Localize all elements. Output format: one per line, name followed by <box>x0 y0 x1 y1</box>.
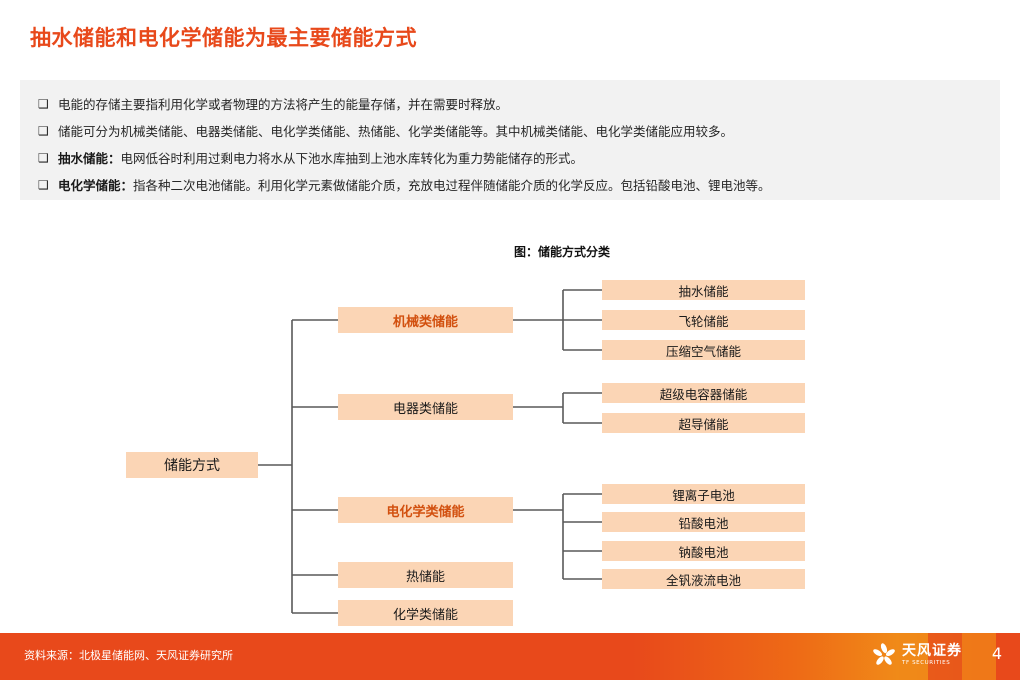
tree-leaf-flywheel[interactable]: 飞轮储能 <box>602 310 805 330</box>
tree-node-chemical[interactable]: 化学类储能 <box>338 600 513 626</box>
logo-name-en: TF SECURITIES <box>902 659 951 666</box>
summary-panel: ❑ 电能的存储主要指利用化学或者物理的方法将产生的能量存储，并在需要时释放。 ❑… <box>20 80 1000 200</box>
bullet-body: 储能可分为机械类储能、电器类储能、电化学类储能、热储能、化学类储能等。其中机械类… <box>58 124 734 139</box>
bullet-lead: 电化学储能： <box>58 178 134 193</box>
pinwheel-logo-icon <box>873 643 895 665</box>
bullet-text: 储能可分为机械类储能、电器类储能、电化学类储能、热储能、化学类储能等。其中机械类… <box>58 118 733 145</box>
tree-leaf-sodium[interactable]: 钠酸电池 <box>602 541 805 561</box>
tree-node-mechanical[interactable]: 机械类储能 <box>338 307 513 333</box>
bullet-text: 抽水储能：电网低谷时利用过剩电力将水从下池水库抽到上池水库转化为重力势能储存的形… <box>58 145 583 172</box>
tree-leaf-lead-acid[interactable]: 铅酸电池 <box>602 512 805 532</box>
bullet-text: 电化学储能：指各种二次电池储能。利用化学元素做储能介质，充放电过程伴随储能介质的… <box>58 172 771 199</box>
tree-leaf-supercapacitor[interactable]: 超级电容器储能 <box>602 383 805 403</box>
bullet-item: ❑ 抽水储能：电网低谷时利用过剩电力将水从下池水库抽到上池水库转化为重力势能储存… <box>32 145 988 172</box>
bullet-body: 电网低谷时利用过剩电力将水从下池水库抽到上池水库转化为重力势能储存的形式。 <box>120 151 584 166</box>
tree-node-electrical[interactable]: 电器类储能 <box>338 394 513 420</box>
page-number: 4 <box>991 644 1002 663</box>
tree-connectors <box>258 289 602 614</box>
tree-leaf-compressed-air[interactable]: 压缩空气储能 <box>602 340 805 360</box>
page-title: 抽水储能和电化学储能为最主要储能方式 <box>30 26 417 50</box>
bullet-text: 电能的存储主要指利用化学或者物理的方法将产生的能量存储，并在需要时释放。 <box>58 91 508 118</box>
logo-wordmark: 天风证券 TF SECURITIES <box>902 644 962 667</box>
tree-node-root[interactable]: 储能方式 <box>126 452 258 478</box>
slide-footer: 资料来源：北极星储能网、天风证券研究所 天风证券 TF SECURITIES 4 <box>0 633 1020 680</box>
tree-leaf-vanadium-flow[interactable]: 全钒液流电池 <box>602 569 805 589</box>
logo-name-cn: 天风证券 <box>902 642 962 659</box>
footer-decor-blocks <box>820 633 1020 680</box>
footer-source-text: 资料来源：北极星储能网、天风证券研究所 <box>24 649 233 662</box>
bullet-square-icon: ❑ <box>38 97 49 111</box>
bullet-body: 指各种二次电池储能。利用化学元素做储能介质，充放电过程伴随储能介质的化学反应。包… <box>133 178 771 193</box>
tree-node-thermal[interactable]: 热储能 <box>338 562 513 588</box>
tree-leaf-lithium-ion[interactable]: 锂离子电池 <box>602 484 805 504</box>
bullet-item: ❑ 储能可分为机械类储能、电器类储能、电化学类储能、热储能、化学类储能等。其中机… <box>32 118 988 145</box>
bullet-square-icon: ❑ <box>38 124 49 138</box>
tree-leaf-pumped-hydro[interactable]: 抽水储能 <box>602 280 805 300</box>
tree-node-electrochemical[interactable]: 电化学类储能 <box>338 497 513 523</box>
storage-classification-tree: 储能方式 机械类储能 电器类储能 电化学类储能 热储能 化学类储能 抽水储能 飞… <box>0 262 1020 626</box>
bullet-lead: 抽水储能： <box>58 151 121 166</box>
figure-caption: 图：储能方式分类 <box>0 243 1020 260</box>
bullet-square-icon: ❑ <box>38 178 49 192</box>
bullet-body: 电能的存储主要指利用化学或者物理的方法将产生的能量存储，并在需要时释放。 <box>58 97 509 112</box>
figure-caption-text: 图：储能方式分类 <box>513 245 610 259</box>
bullet-item: ❑ 电能的存储主要指利用化学或者物理的方法将产生的能量存储，并在需要时释放。 <box>32 91 988 118</box>
company-logo: 天风证券 TF SECURITIES <box>871 642 962 668</box>
tree-leaf-superconducting[interactable]: 超导储能 <box>602 413 805 433</box>
bullet-item: ❑ 电化学储能：指各种二次电池储能。利用化学元素做储能介质，充放电过程伴随储能介… <box>32 172 988 199</box>
bullet-square-icon: ❑ <box>38 151 49 165</box>
